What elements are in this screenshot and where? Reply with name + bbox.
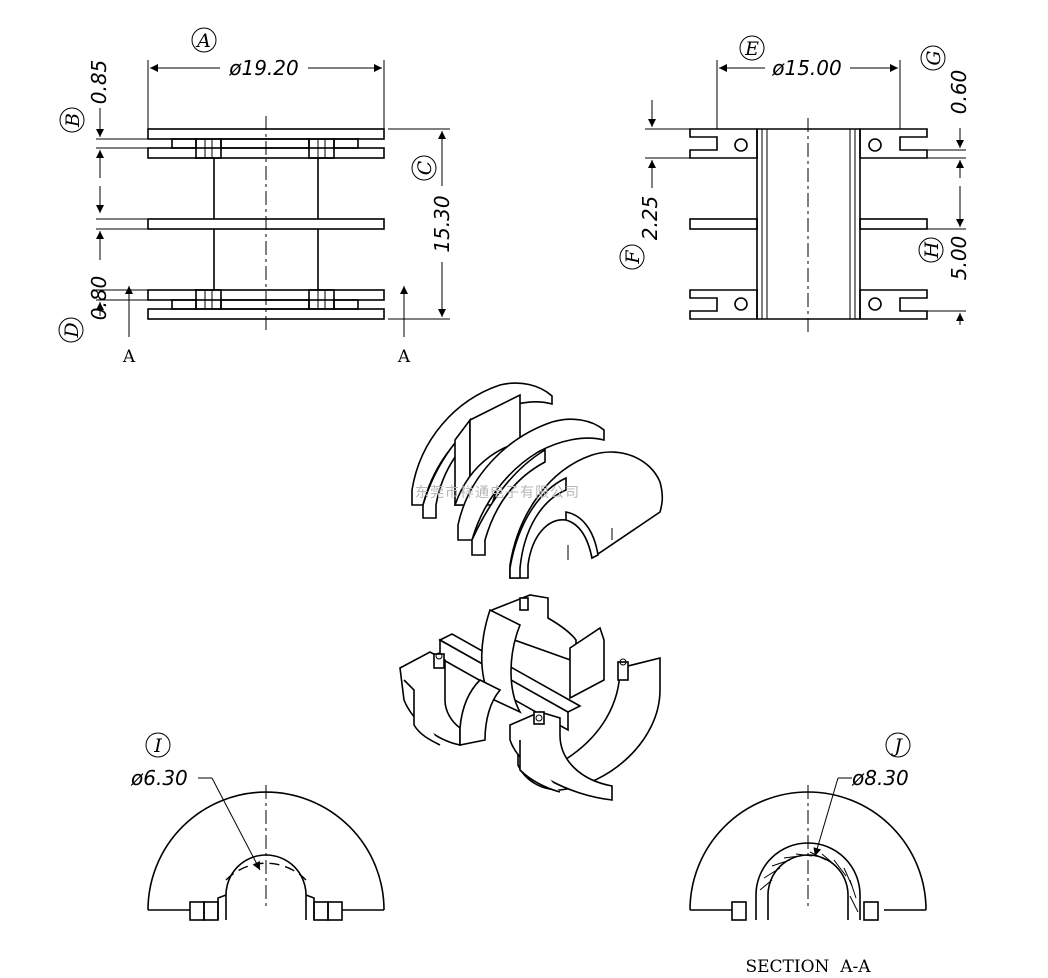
- ref-g-label: G: [923, 50, 945, 65]
- dim-e-label: ø15.00: [771, 56, 842, 80]
- dim-h-label: 5.00: [947, 236, 971, 281]
- section-hatch: [759, 851, 859, 913]
- section-marker-left: A: [122, 347, 136, 367]
- iso-lower-half: [399, 594, 661, 801]
- section-view-i: [145, 732, 385, 921]
- iso-upper-half: [411, 382, 664, 579]
- ref-j-label: J: [890, 735, 903, 757]
- ref-c-label: C: [414, 160, 436, 175]
- ref-b-label: B: [62, 113, 84, 128]
- dim-b-label: 0.85: [87, 60, 111, 105]
- dim-d-label: 0.80: [87, 276, 111, 321]
- side-view: [619, 35, 966, 332]
- ref-h-label: H: [921, 241, 943, 259]
- front-view: [58, 27, 450, 343]
- ref-e-label: E: [744, 38, 759, 60]
- dim-j-label: ø8.30: [851, 766, 909, 790]
- ref-i-label: I: [153, 735, 162, 757]
- dim-f-label: 2.25: [638, 196, 662, 241]
- section-title: SECTION A-A: [745, 957, 871, 977]
- section-view-j: [689, 732, 927, 921]
- dim-a-label: ø19.20: [228, 56, 299, 80]
- dim-c-label: 15.30: [430, 195, 454, 252]
- dim-i-label: ø6.30: [130, 766, 188, 790]
- dim-g-label: 0.60: [947, 70, 971, 115]
- ref-d-label: D: [61, 322, 83, 338]
- section-marker-right: A: [397, 347, 411, 367]
- ref-a-label: A: [195, 30, 211, 52]
- watermark: 东莞市祥通电子有限公司: [415, 484, 580, 501]
- ref-f-label: F: [622, 250, 644, 265]
